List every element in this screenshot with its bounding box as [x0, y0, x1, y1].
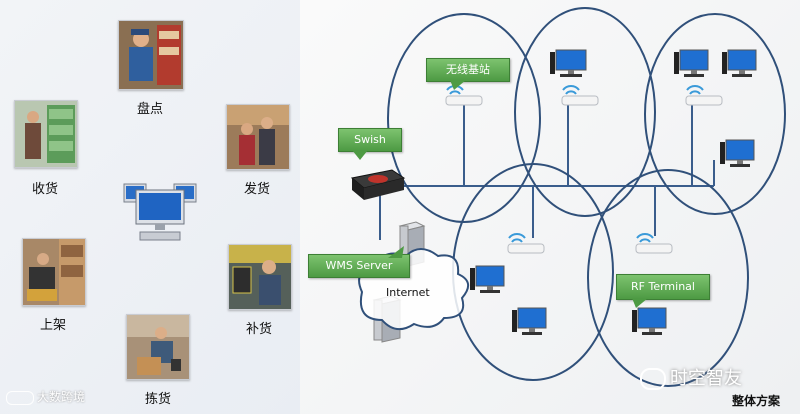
access-point-icon: [685, 85, 723, 106]
coverage-zone-3: [644, 13, 786, 215]
watermark-left: 大数跨境: [6, 388, 85, 405]
replenish-photo: [228, 244, 292, 310]
access-point-icon: [635, 233, 673, 254]
coverage-zones: [387, 7, 786, 387]
workstation-icon: [123, 183, 197, 241]
watermark-right: 时空智友: [640, 364, 742, 390]
pc-icon: [512, 307, 547, 335]
picking-label: 拣货: [144, 392, 171, 407]
inventory-label: 盘点: [136, 102, 163, 117]
network-links: [364, 100, 715, 240]
coverage-zone-5: [587, 169, 749, 387]
shipping-photo: [226, 104, 290, 170]
watermark-right-text: 时空智友: [670, 368, 742, 389]
caption: 整体方案: [732, 394, 781, 408]
internet-label: Internet: [386, 286, 430, 299]
network-panel: 无线基站 Swish WMS Server RF Terminal Intern…: [300, 0, 800, 414]
receiving-photo: [14, 100, 78, 168]
watermark-left-text: 大数跨境: [37, 390, 86, 404]
access-point-icon: [507, 233, 545, 254]
coverage-zone-2: [514, 7, 656, 217]
access-point-icon: [561, 85, 599, 106]
callout-pointer: [352, 150, 368, 160]
coverage-zone-1: [387, 13, 541, 223]
putaway-label: 上架: [39, 318, 66, 333]
pc-icon: [632, 307, 667, 335]
wechat-logo-icon: [640, 368, 666, 390]
rf-terminal-tag: RF Terminal: [616, 274, 710, 300]
brand-logo-icon: [6, 390, 34, 405]
callout-pointer: [632, 298, 648, 308]
wms-server-label: WMS Server: [325, 259, 393, 272]
switch-icon: [350, 169, 406, 200]
replenish-label: 补货: [245, 322, 272, 337]
picking-photo: [126, 314, 190, 380]
switch-label: Swish: [354, 133, 386, 146]
inventory-photo: [118, 20, 184, 90]
pc-icon: [550, 49, 587, 77]
wireless-base-label: 无线基站: [446, 63, 490, 76]
callout-pointer: [450, 80, 466, 90]
wireless-base-tag: 无线基站: [426, 58, 510, 82]
network-diagram: [350, 7, 786, 387]
shipping-label: 发货: [243, 182, 270, 197]
pc-icon: [470, 265, 505, 293]
operations-panel: 盘点 收货 发货: [0, 0, 300, 414]
receiving-label: 收货: [31, 182, 58, 197]
rf-terminal-label: RF Terminal: [631, 280, 695, 293]
pc-icon: [674, 49, 709, 77]
callout-pointer: [388, 246, 404, 258]
putaway-photo: [22, 238, 86, 306]
switch-tag: Swish: [338, 128, 402, 152]
pc-icon: [720, 139, 755, 167]
pc-icon: [722, 49, 757, 77]
access-point-icon: [445, 85, 483, 106]
